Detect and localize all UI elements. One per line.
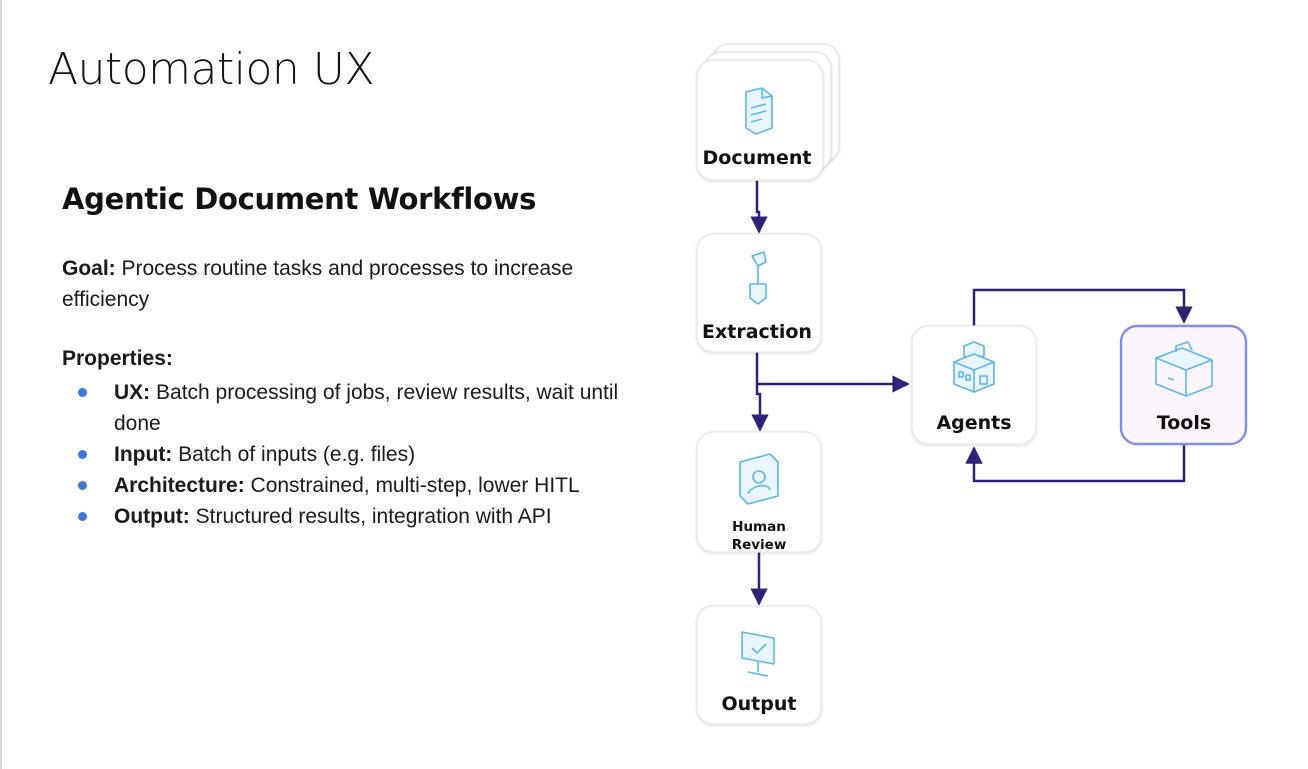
property-key: Output: bbox=[114, 505, 190, 528]
tools-label: Tools bbox=[1157, 412, 1211, 434]
property-key: Architecture: bbox=[114, 474, 245, 497]
goal-text: Goal: Process routine tasks and processe… bbox=[62, 253, 642, 315]
human-review-label-line1: Human bbox=[732, 519, 786, 535]
list-item: UX: Batch processing of jobs, review res… bbox=[76, 377, 646, 439]
section-heading: Agentic Document Workflows bbox=[62, 182, 537, 216]
bullet-icon bbox=[78, 512, 87, 521]
human-review-node: Human Review bbox=[696, 431, 822, 553]
human-review-label-line2: Review bbox=[732, 537, 787, 553]
arrow-document-to-extraction bbox=[750, 180, 768, 234]
agents-node: Agents bbox=[911, 325, 1037, 445]
extraction-icon bbox=[749, 251, 767, 305]
property-text: Structured results, integration with API bbox=[189, 505, 552, 528]
properties-label: Properties: bbox=[62, 347, 173, 370]
human-review-icon bbox=[739, 453, 779, 505]
document-label: Document bbox=[703, 147, 812, 169]
agents-label: Agents bbox=[936, 412, 1011, 434]
arrow-agents-to-tools bbox=[972, 288, 1193, 326]
document-node: Document bbox=[696, 43, 840, 181]
output-node: Output bbox=[696, 605, 822, 725]
property-key: UX: bbox=[114, 381, 151, 404]
property-text: Batch processing of jobs, review results… bbox=[114, 381, 619, 435]
bullet-icon bbox=[78, 481, 87, 490]
connectors bbox=[750, 180, 1193, 606]
page-title: Automation UX bbox=[48, 44, 375, 95]
goal-label: Goal: bbox=[62, 257, 116, 280]
document-icon bbox=[745, 87, 773, 135]
property-key: Input: bbox=[114, 443, 173, 466]
property-text: Constrained, multi-step, lower HITL bbox=[244, 474, 580, 497]
arrow-tools-to-agents bbox=[965, 444, 1186, 483]
agents-icon bbox=[953, 341, 995, 393]
tools-node: Tools bbox=[1119, 324, 1248, 446]
slide-edge bbox=[0, 0, 2, 769]
bullet-icon bbox=[78, 388, 87, 397]
goal-body: Process routine tasks and processes to i… bbox=[62, 257, 574, 311]
bullet-icon bbox=[78, 450, 87, 459]
list-item: Architecture: Constrained, multi-step, l… bbox=[76, 470, 646, 501]
list-item: Input: Batch of inputs (e.g. files) bbox=[76, 439, 646, 470]
extraction-node: Extraction bbox=[696, 233, 822, 353]
list-item: Output: Structured results, integration … bbox=[76, 501, 646, 532]
arrow-extraction-to-review bbox=[751, 352, 769, 432]
output-icon bbox=[741, 631, 775, 677]
output-label: Output bbox=[722, 693, 797, 715]
tools-icon bbox=[1155, 341, 1213, 397]
property-text: Batch of inputs (e.g. files) bbox=[172, 443, 416, 466]
extraction-label: Extraction bbox=[702, 321, 812, 343]
properties-list: UX: Batch processing of jobs, review res… bbox=[76, 377, 646, 532]
